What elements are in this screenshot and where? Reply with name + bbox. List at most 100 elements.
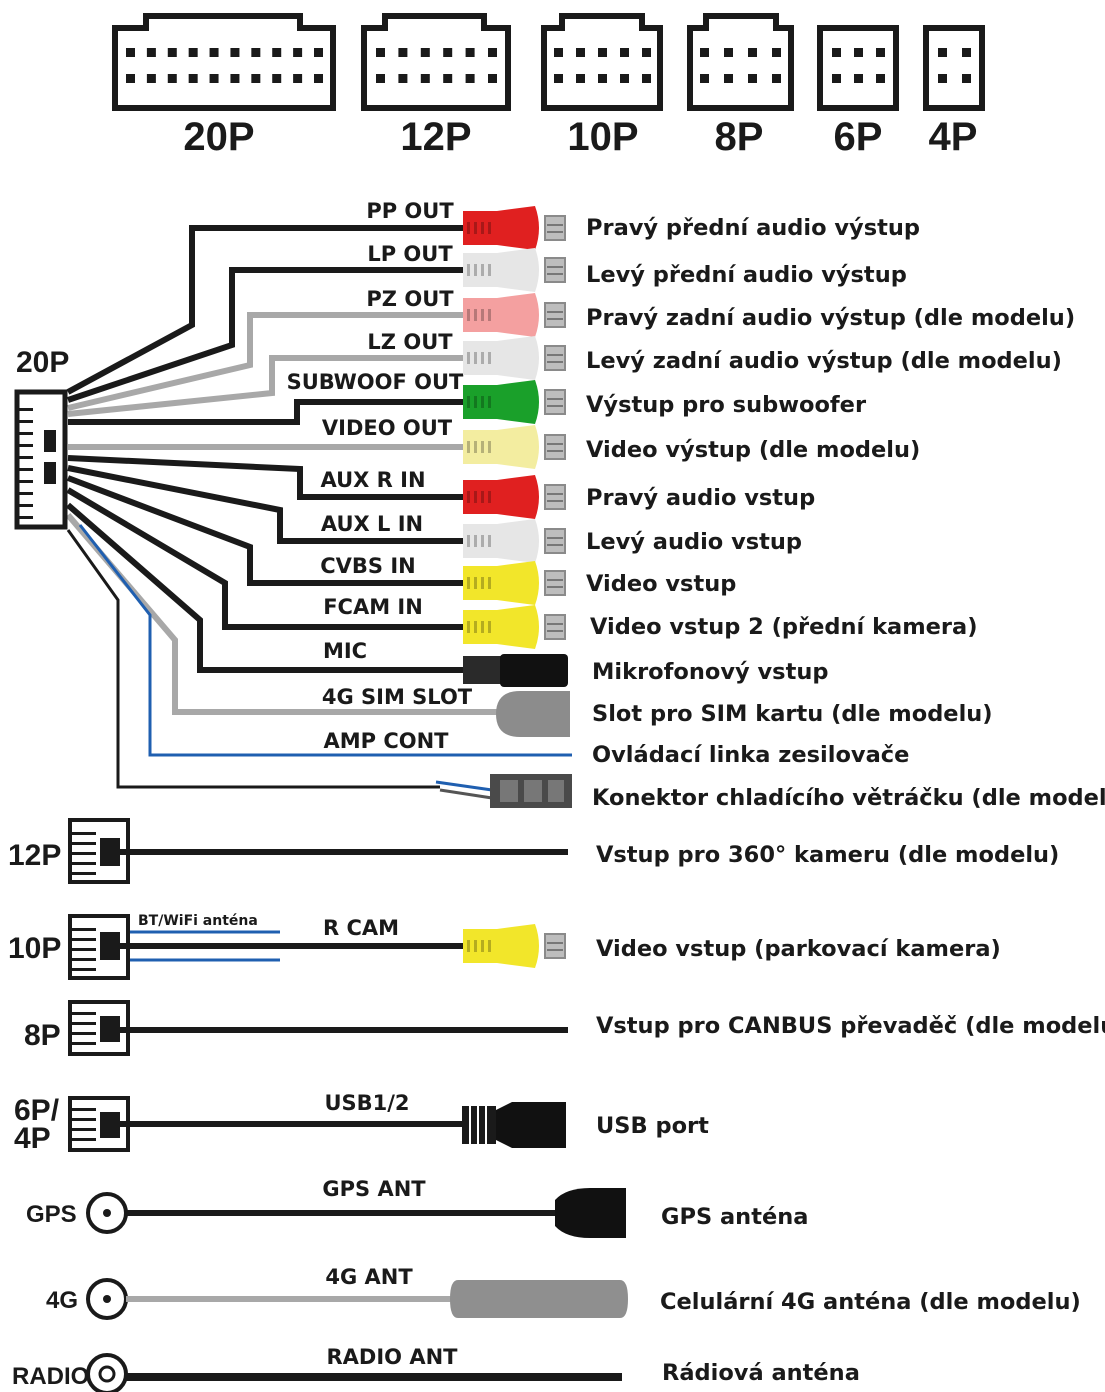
wire-label-sim: 4G SIM SLOT xyxy=(322,685,473,709)
connector-pin xyxy=(598,48,607,57)
connector-pin xyxy=(209,48,219,57)
wire-label-amp-cont: AMP CONT xyxy=(323,729,449,753)
connector-pin xyxy=(832,48,841,57)
harness-desc-8: Video vstup xyxy=(586,571,736,597)
connector-pin xyxy=(700,48,709,57)
connector-pin xyxy=(272,74,282,83)
rca-plug-fcam-in xyxy=(463,605,566,649)
connector-pin xyxy=(188,74,198,83)
connector-pin xyxy=(488,48,497,57)
connector-pin xyxy=(748,74,757,83)
connector-pin xyxy=(772,74,781,83)
row-10p-desc: Video vstup (parkovací kamera) xyxy=(596,936,1001,962)
connector-10p: 10P xyxy=(541,13,663,159)
connector-pin xyxy=(167,74,177,83)
harness-desc-2: Pravý zadní audio výstup (dle modelu) xyxy=(586,305,1075,331)
connector-pin xyxy=(488,74,497,83)
row-10p-plug-body xyxy=(68,914,130,980)
wire-mic xyxy=(66,502,470,673)
row-4g-wire-label: 4G ANT xyxy=(325,1265,413,1289)
harness-desc-3: Levý zadní audio výstup (dle modelu) xyxy=(586,348,1062,374)
connector-pin xyxy=(724,48,733,57)
rca-plug-r-cam xyxy=(463,924,566,968)
row-4g-desc: Celulární 4G anténa (dle modelu) xyxy=(660,1289,1081,1315)
connector-pin xyxy=(314,74,323,83)
row-6p-4p-plug-body xyxy=(68,1096,130,1152)
wire-fcam-in xyxy=(66,487,470,630)
row-gps: GPS GPS ANT GPS anténa xyxy=(26,1177,808,1238)
wire-label-lz-out: LZ OUT xyxy=(367,330,453,354)
connector-pin xyxy=(876,74,885,83)
wire-subwoof-out xyxy=(68,399,470,425)
wire-cvbs-in xyxy=(66,475,470,586)
wire-label-pz-out: PZ OUT xyxy=(366,287,454,311)
rca-plug-pp-out xyxy=(463,206,566,250)
harness-desc-6: Pravý audio vstup xyxy=(586,485,815,511)
wire-label-cvbs-in: CVBS IN xyxy=(320,554,416,578)
connector-pin xyxy=(420,74,430,83)
radio-jack-icon xyxy=(86,1353,128,1392)
connector-20p: 20P xyxy=(112,13,336,159)
connector-pin xyxy=(938,74,947,83)
fan-connector xyxy=(435,774,572,808)
harness-desc-5: Video výstup (dle modelu) xyxy=(586,437,920,463)
connector-pin xyxy=(700,74,709,83)
gps-antenna xyxy=(555,1188,626,1238)
row-10p-wire-label: R CAM xyxy=(323,916,399,940)
connector-20p-label: 20P xyxy=(183,115,254,159)
connector-pin xyxy=(376,74,385,83)
connector-8p: 8P xyxy=(687,13,794,159)
connector-pin xyxy=(576,48,585,57)
connector-pin xyxy=(272,48,282,57)
wire-label-fcam-in: FCAM IN xyxy=(323,595,423,619)
rca-plug-lz-out xyxy=(463,336,566,380)
wire-lp-out xyxy=(67,267,470,403)
connector-pin xyxy=(598,74,607,83)
harness-desc-0: Pravý přední audio výstup xyxy=(586,215,920,241)
harness-desc-11: Slot pro SIM kartu (dle modelu) xyxy=(592,701,993,727)
wire-label-aux-r-in: AUX R IN xyxy=(320,468,425,492)
row-4g-side-label: 4G xyxy=(46,1287,78,1314)
connector-pin xyxy=(962,48,971,57)
connector-pin xyxy=(876,48,885,57)
harness-20p-label: 20P xyxy=(16,346,69,379)
connector-pin xyxy=(465,74,475,83)
connector-4p-label: 4P xyxy=(929,115,978,159)
harness-desc-4: Výstup pro subwoofer xyxy=(586,392,867,418)
connector-pin xyxy=(376,48,385,57)
connector-pin xyxy=(146,48,156,57)
connector-pin xyxy=(832,74,841,83)
wire-aux-r-in xyxy=(67,455,470,500)
connector-pin xyxy=(420,48,430,57)
connector-pin xyxy=(554,48,563,57)
row-gps-wire-label: GPS ANT xyxy=(322,1177,426,1201)
connector-pin xyxy=(167,48,177,57)
connector-10p-label: 10P xyxy=(567,115,638,159)
row-12p-plug-body xyxy=(68,818,130,884)
bt-wifi-antenna-label: BT/WiFi anténa xyxy=(138,913,258,929)
row-12p-desc: Vstup pro 360° kameru (dle modelu) xyxy=(596,842,1059,868)
connector-pin xyxy=(938,48,947,57)
harness-desc-1: Levý přední audio výstup xyxy=(586,262,907,288)
connector-pin xyxy=(642,74,651,83)
row-gps-desc: GPS anténa xyxy=(661,1204,808,1230)
row-8p-side-label: 8P xyxy=(24,1019,61,1052)
rca-plug-pz-out xyxy=(463,293,566,337)
connector-pin xyxy=(126,74,135,83)
wire-label-mic: MIC xyxy=(323,639,367,663)
connector-pin xyxy=(209,74,219,83)
connector-8p-label: 8P xyxy=(715,115,764,159)
rca-plug-aux-l-in xyxy=(463,519,566,563)
harness-desc-13: Konektor chladícího větráčku (dle modelu… xyxy=(592,785,1105,811)
connector-pin xyxy=(772,48,781,57)
connector-pin xyxy=(554,74,563,83)
wire-lz-out xyxy=(67,355,470,417)
wire-fan xyxy=(66,529,440,789)
row-10p-side-label: 10P xyxy=(8,932,61,965)
wire-pp-out xyxy=(66,225,470,395)
wire-label-video-out: VIDEO OUT xyxy=(322,416,453,440)
connector-6p: 6P xyxy=(817,25,899,159)
row-radio-side-label: RADIO xyxy=(12,1363,89,1390)
row-4p-side-label: 4P xyxy=(14,1122,51,1155)
